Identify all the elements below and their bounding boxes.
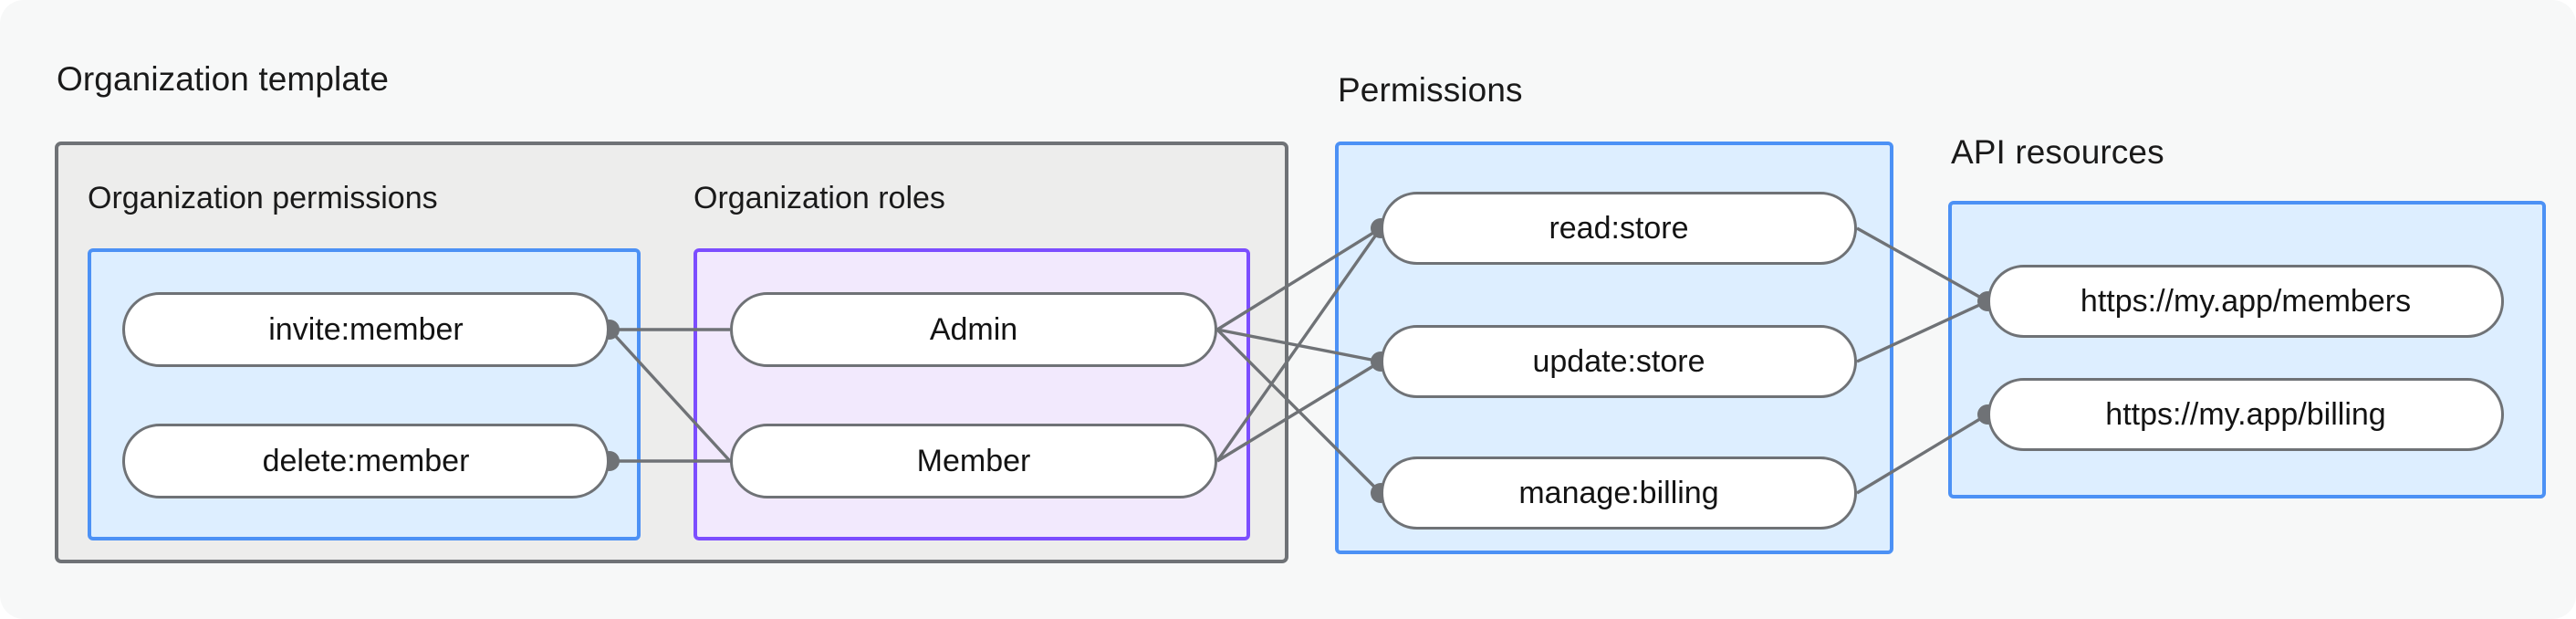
node-invite-member-label: invite:member [268,311,464,347]
node-manage-billing-label: manage:billing [1518,475,1719,510]
node-api-resource-billing[interactable]: https://my.app/billing [1987,378,2504,451]
node-api-resource-billing-label: https://my.app/billing [2105,396,2386,432]
node-delete-member-label: delete:member [262,443,470,478]
node-role-admin[interactable]: Admin [730,292,1217,367]
node-api-resource-members[interactable]: https://my.app/members [1987,265,2504,338]
caption-permissions: Permissions [1338,71,1523,109]
node-api-resource-members-label: https://my.app/members [2080,283,2412,319]
caption-api-resources: API resources [1951,133,2164,171]
caption-organization-permissions: Organization permissions [88,181,438,215]
node-update-store[interactable]: update:store [1381,325,1857,398]
node-delete-member[interactable]: delete:member [122,424,610,498]
caption-organization-template: Organization template [57,60,390,98]
node-role-member[interactable]: Member [730,424,1217,498]
caption-organization-roles: Organization roles [694,181,945,215]
node-invite-member[interactable]: invite:member [122,292,610,367]
node-manage-billing[interactable]: manage:billing [1381,456,1857,530]
node-read-store[interactable]: read:store [1381,192,1857,265]
node-read-store-label: read:store [1549,210,1689,246]
group-api-resources [1948,201,2546,498]
node-update-store-label: update:store [1532,343,1705,379]
node-role-member-label: Member [916,443,1031,478]
node-role-admin-label: Admin [929,311,1018,347]
